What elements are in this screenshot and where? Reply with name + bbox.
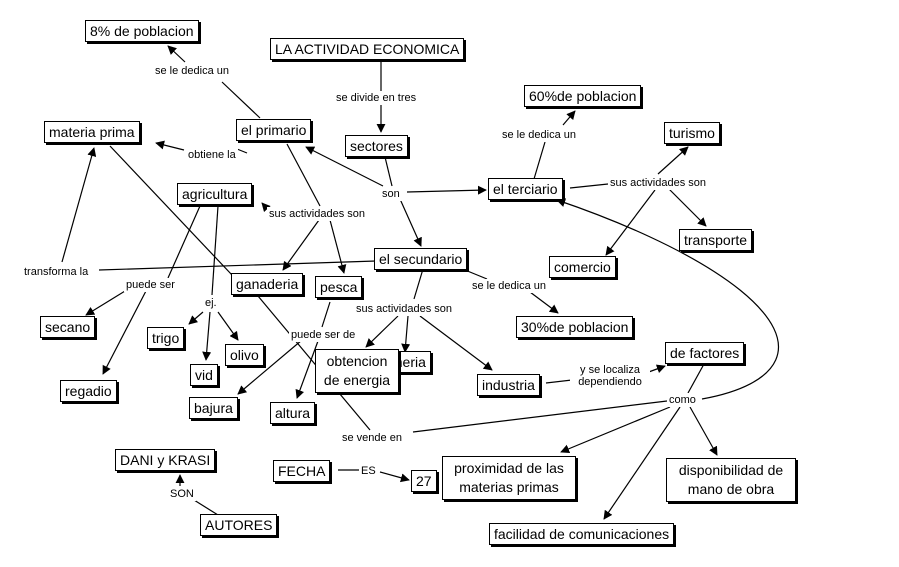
arrow [329, 219, 347, 274]
arrow [667, 187, 707, 227]
link-label: y se localiza dependiendo [570, 363, 650, 389]
concept-node: ganaderia [231, 273, 304, 295]
concept-node: secano [40, 316, 96, 338]
concept-node: 60%de poblacion [524, 85, 642, 107]
concept-node: obtencion de energia [315, 349, 399, 393]
concept-node: 8% de poblacion [85, 20, 199, 42]
arrow [282, 219, 320, 271]
arrow [237, 339, 303, 395]
arrow [188, 311, 204, 325]
concept-node: FECHA [273, 460, 331, 482]
link-label: se le dedica un [500, 128, 578, 142]
arrow [61, 147, 97, 263]
connector [569, 183, 609, 189]
connector [193, 499, 219, 516]
arrow [365, 315, 399, 348]
arrow [406, 185, 487, 195]
connector [211, 205, 219, 296]
link-label: se vende en [340, 431, 404, 445]
link-label: se le dedica un [153, 64, 231, 78]
arrow [401, 315, 411, 353]
concept-node: trigo [147, 327, 185, 349]
concept-node: el secundario [374, 248, 468, 270]
connector [687, 363, 705, 394]
arrow [657, 146, 689, 175]
connector [545, 379, 573, 384]
link-label: SON [168, 487, 196, 501]
link-label: son [380, 187, 402, 201]
arrow [379, 471, 410, 483]
link-label: se divide en tres [334, 91, 419, 105]
arrow [560, 406, 671, 454]
arrow [562, 110, 576, 126]
link-label: sus actividades son [354, 302, 454, 316]
arrow [202, 311, 212, 361]
link-label: se le dedica un [470, 279, 548, 293]
arrow [603, 406, 681, 520]
concept-node: 27 [411, 470, 437, 492]
arrow [529, 291, 559, 314]
arrow [689, 406, 718, 456]
concept-node: el primario [236, 119, 312, 141]
concept-node: 30%de poblacion [516, 316, 634, 338]
concept-node: industria [477, 374, 540, 396]
link-label: puede ser [124, 278, 177, 292]
concept-node: de factores [665, 342, 745, 364]
link-label: obtiene la [186, 148, 238, 162]
arrow [295, 340, 319, 399]
concept-node: altura [270, 402, 316, 424]
concept-node: proximidad de las materias primas [442, 456, 576, 500]
connector [412, 400, 668, 433]
connector [257, 295, 371, 431]
arrow [217, 311, 239, 341]
concept-node: DANI y KRASI [115, 449, 216, 471]
concept-node: LA ACTIVIDAD ECONOMICA [270, 38, 465, 60]
arrow [102, 288, 148, 375]
connector [533, 141, 546, 180]
arrow [605, 189, 656, 256]
arrow [155, 140, 185, 151]
concept-node: olivo [225, 344, 264, 366]
connector [98, 260, 377, 271]
link-label: ej. [203, 296, 219, 310]
concept-node: comercio [549, 256, 616, 278]
concept-node: agricultura [177, 183, 253, 205]
connector [221, 81, 261, 119]
concept-node: materia prima [44, 121, 140, 143]
concept-node: AUTORES [200, 514, 278, 536]
connector [321, 301, 331, 328]
concept-node: el terciario [488, 178, 563, 200]
arrow [305, 146, 384, 187]
connector [236, 148, 248, 154]
concept-node: vid [190, 364, 218, 386]
arrow [556, 198, 780, 400]
concept-node: disponibilidad de mano de obra [666, 458, 796, 502]
connector [286, 143, 321, 207]
connector [413, 268, 424, 300]
arrow [167, 45, 186, 63]
concept-node: turismo [664, 122, 720, 144]
link-label: sus actividades son [267, 207, 367, 221]
connector [384, 156, 393, 187]
concept-node: regadio [60, 380, 117, 402]
link-label: transforma la [22, 265, 91, 279]
arrow [419, 315, 493, 371]
connector [109, 145, 233, 276]
link-label: puede ser de [289, 328, 358, 342]
concept-node: pesca [315, 276, 363, 298]
concept-node: sectores [345, 135, 408, 157]
link-label: como [667, 393, 698, 407]
arrow [399, 198, 422, 247]
link-label: ES [359, 464, 378, 478]
connector [167, 205, 201, 279]
concept-node: transporte [679, 229, 753, 251]
concept-node: facilidad de comunicaciones [489, 523, 675, 545]
concept-node: bajura [189, 397, 238, 419]
connector [464, 269, 488, 280]
arrow [85, 287, 131, 316]
link-label: sus actividades son [608, 176, 708, 190]
